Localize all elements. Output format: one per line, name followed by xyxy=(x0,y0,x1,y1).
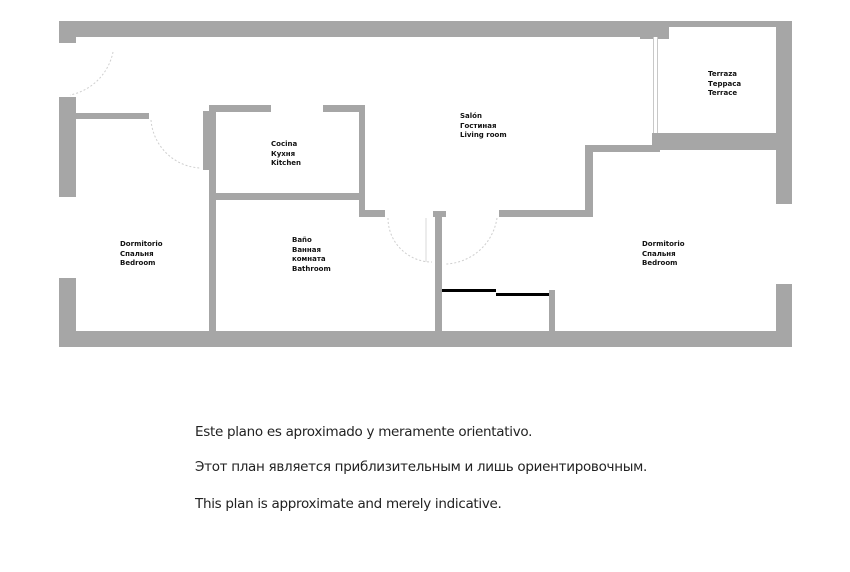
bathroom-door-arc xyxy=(387,217,433,263)
wall-terrace-bottom xyxy=(652,133,776,150)
wall-right-upper xyxy=(776,21,792,204)
wall-top-terrace-block xyxy=(640,21,669,39)
bedroom-right-door-arc xyxy=(445,217,498,265)
room-label-kitchen: Cocina Кухня Kitchen xyxy=(271,140,302,167)
wall-top xyxy=(59,21,669,37)
wall-bedroom-left-top xyxy=(76,113,149,119)
wall-living-bottom-left xyxy=(359,210,385,217)
wall-kitchen-right xyxy=(359,105,365,217)
terrace-glass-door xyxy=(653,37,658,133)
wall-kitchen-bottom xyxy=(216,193,365,200)
disclaimer-es: Este plano es aproximado y meramente ori… xyxy=(195,424,533,440)
door-swing-arcs xyxy=(69,51,498,265)
wall-closet-right xyxy=(549,290,555,332)
wall-living-bottom-right xyxy=(499,210,593,217)
wall-bedroom-right-top xyxy=(585,145,660,152)
wall-kitchen-top-left xyxy=(209,105,271,112)
disclaimer-ru: Этот план является приблизительным и лиш… xyxy=(195,459,647,475)
entry-door-arc xyxy=(69,51,114,96)
wall-top-terrace xyxy=(668,21,792,27)
floor-plan: Salón Гостиная Living room Cocina Кухня … xyxy=(59,21,792,347)
wall-bottom xyxy=(59,331,792,347)
room-label-terrace: Terraza Терраса Terrace xyxy=(708,70,742,97)
wall-left-upper xyxy=(59,21,76,43)
wall-left-mid xyxy=(59,97,76,197)
wall-partition-center xyxy=(435,211,442,332)
room-label-bathroom: Baño Ванная комната Bathroom xyxy=(292,236,331,273)
room-label-bedroom-right: Dormitorio Спальня Bedroom xyxy=(642,240,685,267)
room-label-living: Salón Гостиная Living room xyxy=(460,112,507,139)
sliding-door-1 xyxy=(442,289,496,292)
sliding-door-2 xyxy=(496,293,549,296)
wall-kitchen-top-right xyxy=(323,105,365,112)
room-label-bedroom-left: Dormitorio Спальня Bedroom xyxy=(120,240,163,267)
wall-left-lower xyxy=(59,278,76,347)
wall-kitchen-left xyxy=(209,105,216,332)
wall-bedroom-right-step xyxy=(585,145,593,217)
disclaimer-en: This plan is approximate and merely indi… xyxy=(195,496,502,512)
wall-right-lower xyxy=(776,284,792,347)
bedroom-left-door-arc xyxy=(150,119,201,169)
